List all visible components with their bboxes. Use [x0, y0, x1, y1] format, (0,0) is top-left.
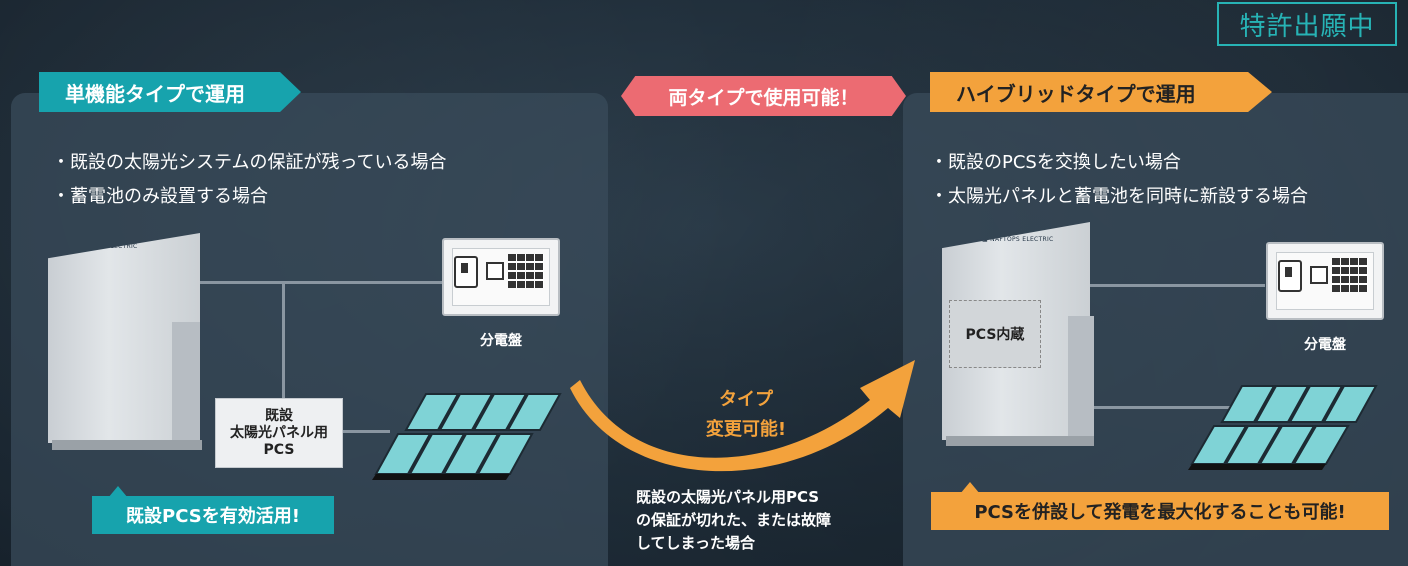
- solar-panels-right: [1188, 385, 1378, 470]
- wire-hybrid-to-breaker: [1085, 284, 1265, 287]
- type-change-arrow: [570, 360, 915, 472]
- wire-junction-to-pcs: [282, 281, 285, 399]
- left-callout-pointer: [108, 486, 128, 498]
- type-change-text: タイプ 変更可能!: [676, 385, 816, 445]
- pcs-box-line1: 既設: [265, 407, 293, 424]
- type-change-line2: 変更可能!: [705, 419, 787, 440]
- pcs-box-line2: 太陽光パネル用: [230, 424, 328, 441]
- patent-pending-badge: 特許出願中: [1217, 2, 1397, 46]
- both-types-tag: 両タイプで使用可能！: [621, 76, 906, 116]
- wire-pcs-to-solar: [340, 430, 390, 433]
- left-callout: 既設PCSを有効活用!: [92, 496, 334, 534]
- battery-side-plate: [172, 322, 200, 446]
- pcs-box-line3: PCS: [263, 441, 295, 458]
- wire-battery-to-breaker: [196, 281, 442, 284]
- solar-panels-left: [372, 393, 562, 480]
- distribution-board-label-left: 分電盤: [480, 333, 522, 349]
- distribution-board-label-right: 分電盤: [1304, 337, 1346, 353]
- distribution-board-left: [442, 238, 560, 316]
- warranty-expired-note: 既設の太陽光パネル用PCS の保証が切れた、または故障 してしまった場合: [636, 486, 886, 555]
- brand-logo: ■ NAFTOPS ELECTRIC: [982, 236, 1054, 243]
- built-in-pcs: PCS内蔵: [949, 300, 1041, 368]
- battery-base: [52, 440, 202, 450]
- distribution-board-right: [1266, 242, 1384, 320]
- right-bullet-1: ・既設のPCSを交換したい場合: [930, 152, 1181, 173]
- right-callout-pointer: [960, 482, 980, 494]
- existing-pcs-box: 既設 太陽光パネル用 PCS: [215, 398, 343, 468]
- hybrid-tag: ハイブリッドタイプで運用: [930, 72, 1272, 112]
- left-bullet-1: ・既設の太陽光システムの保証が残っている場合: [52, 152, 447, 173]
- battery-side-plate: [1068, 316, 1094, 440]
- note-line2: の保証が切れた、または故障: [636, 511, 832, 529]
- left-bullet-2: ・蓄電池のみ設置する場合: [52, 186, 268, 207]
- type-change-line1: タイプ: [719, 389, 773, 410]
- single-function-tag: 単機能タイプで運用: [39, 72, 301, 112]
- note-line3: してしまった場合: [636, 534, 755, 552]
- right-bullet-2: ・太陽光パネルと蓄電池を同時に新設する場合: [930, 186, 1308, 207]
- note-line1: 既設の太陽光パネル用PCS: [636, 488, 820, 506]
- wire-hybrid-to-solar: [1085, 406, 1235, 409]
- right-callout: PCSを併設して発電を最大化することも可能!: [931, 492, 1389, 530]
- battery-base: [946, 436, 1094, 446]
